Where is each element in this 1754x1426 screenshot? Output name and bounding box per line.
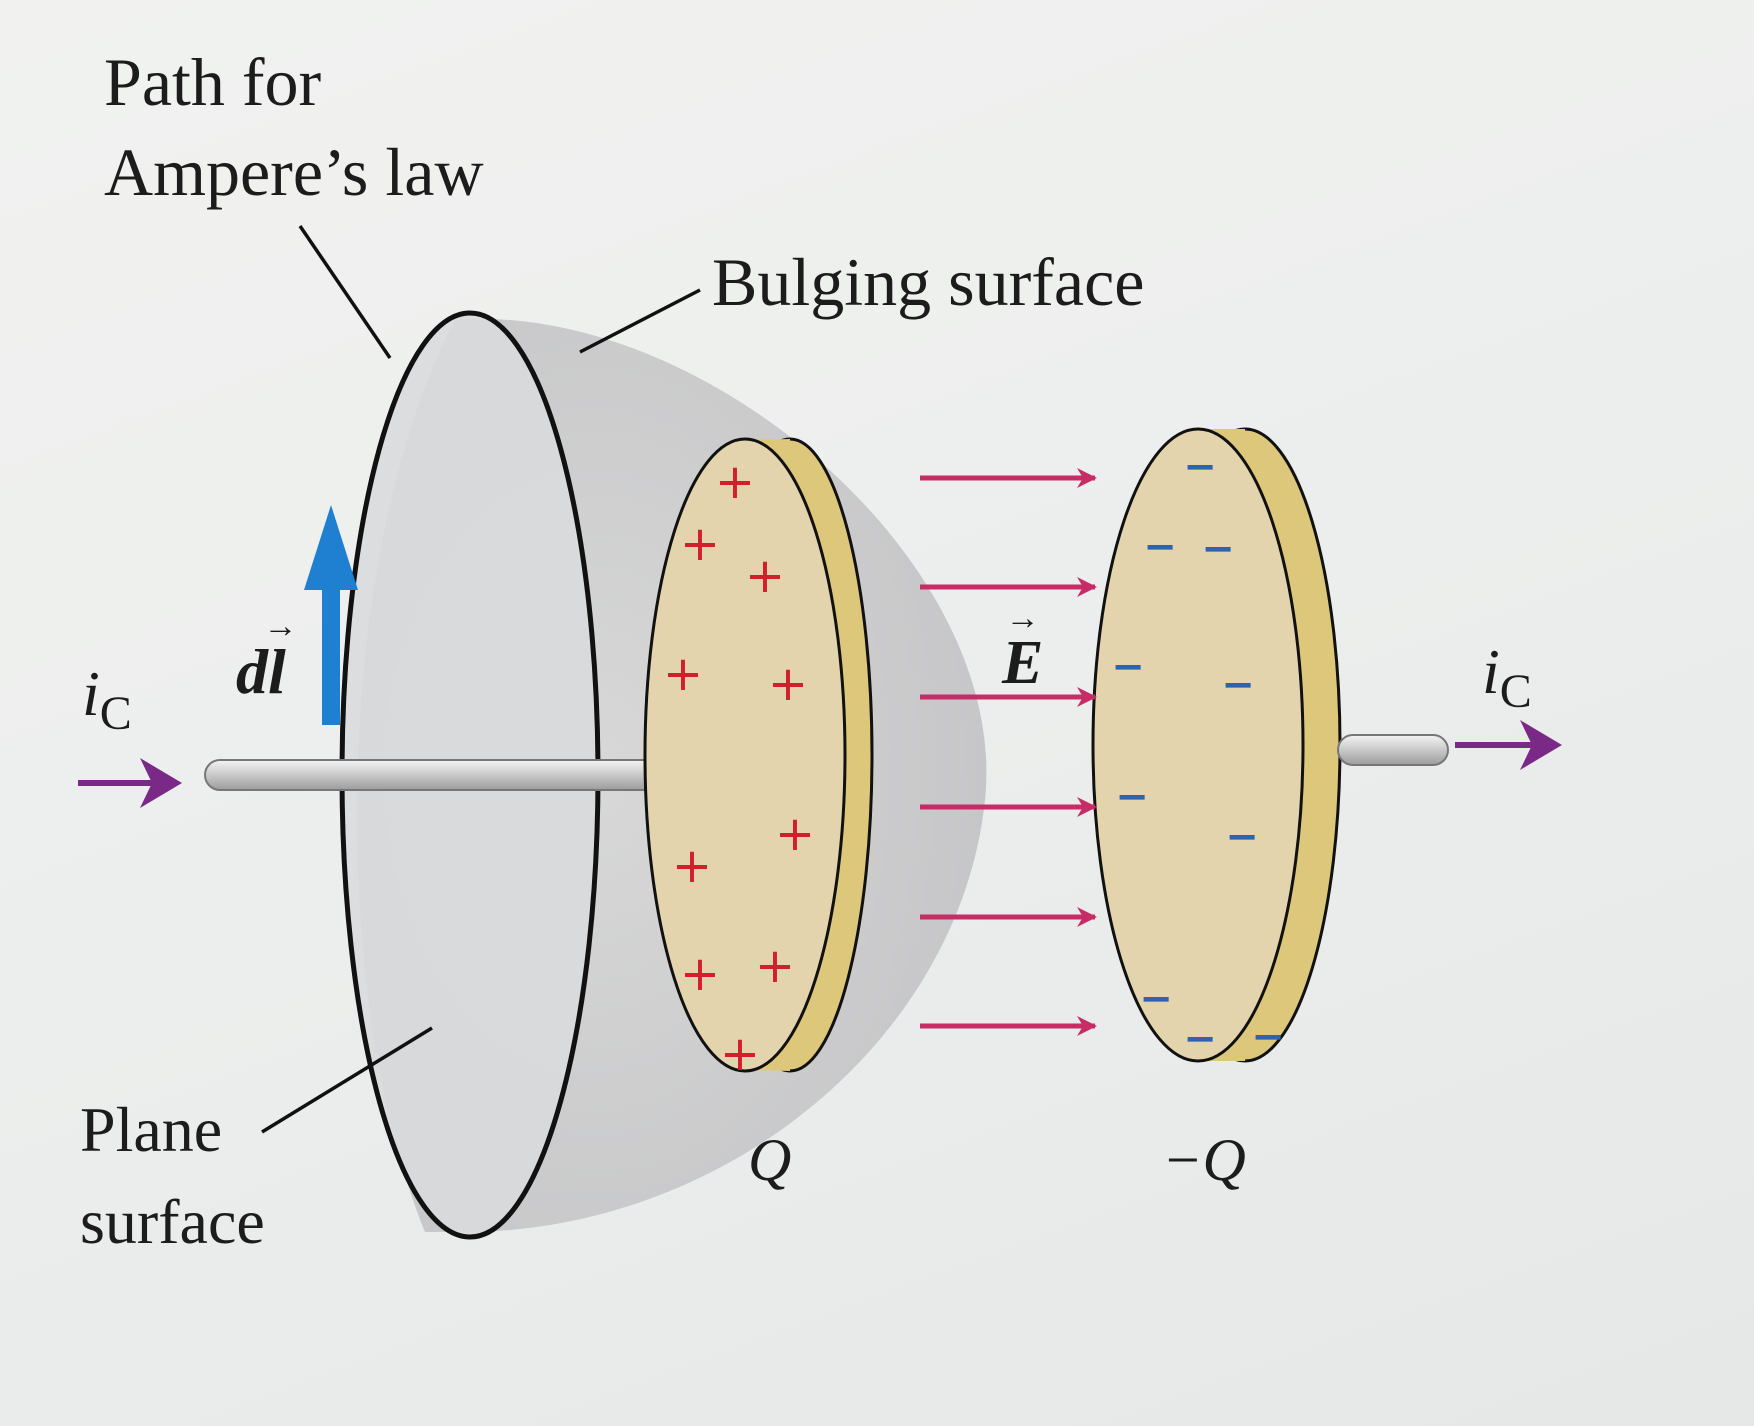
minus-charge: −	[1221, 662, 1255, 708]
current-symbol: i	[1482, 636, 1500, 707]
charge-neg-q-label: −Q	[1162, 1127, 1246, 1193]
current-arrow-out	[1455, 720, 1562, 770]
dl-label: dl	[236, 640, 286, 704]
plus-charge: +	[672, 838, 712, 894]
current-subscript: C	[99, 687, 132, 740]
electric-field-label: E	[1002, 632, 1043, 694]
current-arrow-in	[78, 758, 182, 808]
leader-plane	[261, 1026, 433, 1134]
plus-charges: ++++++++++	[663, 454, 815, 1082]
bulging-surface-label: Bulging surface	[712, 244, 1145, 320]
minus-charge: −	[1201, 526, 1235, 572]
current-label-left: iC	[82, 662, 132, 738]
leader-path	[298, 225, 392, 359]
minus-charge: −	[1111, 644, 1145, 690]
dl-arrow-icon	[304, 505, 358, 725]
e-vector: E	[1002, 632, 1043, 694]
plus-charge: +	[755, 938, 795, 994]
dl-l-vector: l	[268, 640, 286, 704]
plus-charge: +	[745, 548, 785, 604]
current-label-right: iC	[1482, 640, 1532, 716]
path-label-line2: Ampere’s law	[104, 134, 484, 210]
minus-charge: −	[1115, 774, 1149, 820]
minus-charge: −	[1183, 444, 1217, 490]
positive-plate	[643, 437, 874, 1073]
plus-charge: +	[768, 656, 808, 712]
plane-surface-label: Plane surface	[80, 1098, 265, 1282]
plus-charge: +	[663, 646, 703, 702]
minus-charge: −	[1139, 976, 1173, 1022]
path-label-line1: Path for	[104, 44, 322, 120]
charge-q-label: Q	[748, 1127, 792, 1193]
current-symbol: i	[82, 658, 100, 729]
plane-label-line2: surface	[80, 1186, 265, 1257]
minus-charge: −	[1143, 524, 1177, 570]
plane-label-line1: Plane	[80, 1094, 223, 1165]
plus-charge: +	[715, 454, 755, 510]
minus-charge: −	[1183, 1016, 1217, 1062]
plus-charge: +	[720, 1026, 760, 1082]
minus-charges: −−−−−−−−−−	[1111, 444, 1285, 1062]
minus-charge: −	[1225, 814, 1259, 860]
plus-charge: +	[680, 946, 720, 1002]
dl-d: d	[236, 636, 268, 707]
wire-right	[1337, 734, 1449, 766]
electric-field-arrows	[920, 468, 1097, 1036]
negative-plate	[1091, 427, 1342, 1063]
plus-charge: +	[680, 516, 720, 572]
leader-bulging	[579, 288, 701, 354]
plus-charge: +	[775, 806, 815, 862]
path-for-ampere-label: Path for Ampere’s law	[104, 48, 484, 228]
current-subscript: C	[1499, 665, 1532, 718]
minus-charge: −	[1251, 1014, 1285, 1060]
